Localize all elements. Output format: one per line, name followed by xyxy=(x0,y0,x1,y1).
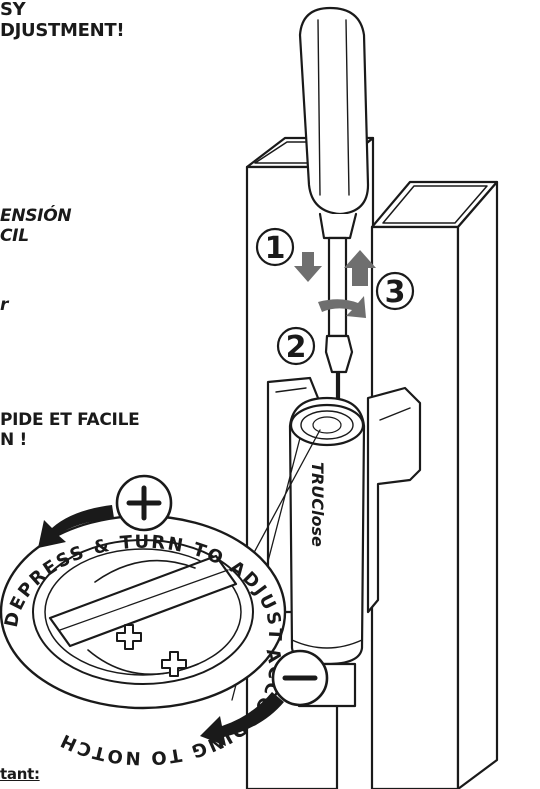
arrow-up-icon xyxy=(344,250,376,286)
step-3-circle xyxy=(375,271,415,311)
important-note-label: tant: xyxy=(0,765,40,783)
step-1-label: 1 xyxy=(265,231,286,266)
plus-icon xyxy=(116,624,142,650)
heading-fragment: r xyxy=(0,295,9,315)
plus-icon xyxy=(161,651,187,677)
step-2-label: 2 xyxy=(286,330,307,365)
heading-french: PIDE ET FACILE N ! xyxy=(0,410,140,450)
arrow-down-icon xyxy=(294,252,322,282)
step-2-circle xyxy=(276,326,316,366)
right-post xyxy=(370,180,499,789)
curved-arrow-left-icon xyxy=(38,505,114,548)
hinge-body xyxy=(266,376,422,708)
heading-easy-adjustment: SY DJUSTMENT! xyxy=(0,0,125,41)
adjustment-dial xyxy=(0,514,287,710)
heading-line-2: DJUSTMENT! xyxy=(0,19,125,41)
heading-fr-line-2: N ! xyxy=(0,429,27,450)
brand-label: TRUClose xyxy=(308,462,327,547)
step-3-label: 3 xyxy=(385,275,406,310)
heading-spanish: ENSIÓN CIL xyxy=(0,206,72,246)
rotate-arrow-icon xyxy=(318,296,366,318)
heading-line-1: SY xyxy=(0,0,26,20)
curved-arrow-right-icon xyxy=(200,692,284,746)
heading-fr-line-1: PIDE ET FACILE xyxy=(0,410,140,430)
heading-es-line-2: CIL xyxy=(0,225,29,246)
step-1-circle xyxy=(255,227,295,267)
heading-es-line-1: ENSIÓN xyxy=(0,206,72,226)
screwdriver xyxy=(298,6,370,407)
